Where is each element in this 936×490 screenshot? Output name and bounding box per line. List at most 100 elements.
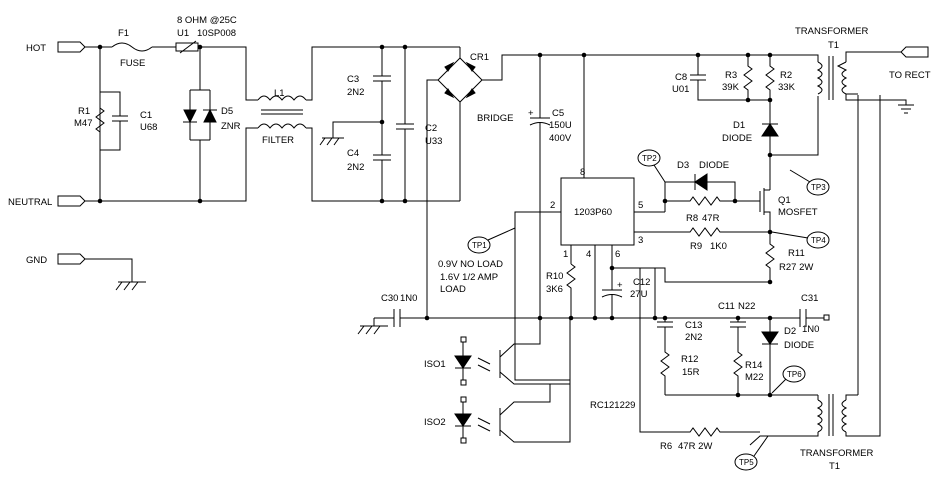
neutral-label: NEUTRAL — [8, 197, 52, 208]
capacitor-c13: C13 2N2 — [657, 318, 702, 343]
d5-ref: D5 — [221, 106, 233, 117]
hot-label: HOT — [26, 43, 46, 54]
fuse-f1: F1 FUSE — [111, 28, 153, 69]
r9-value: 1K0 — [710, 241, 727, 252]
transformer-t1-bottom: TRANSFORMER T1 — [800, 394, 881, 472]
c3-ref: C3 — [347, 74, 359, 85]
hot-terminal: HOT — [26, 41, 110, 54]
capacitor-c4: C4 2N2 — [347, 148, 391, 173]
test-point-tp4: TP4 — [771, 231, 830, 249]
d2-value: DIODE — [784, 340, 814, 351]
ic-pin-4: 4 — [586, 249, 591, 260]
d5-value: ZNR — [221, 121, 241, 132]
diode-d3: D3 DIODE — [665, 160, 736, 201]
c12-value: 27U — [630, 289, 648, 300]
r2-value: 33K — [778, 82, 796, 93]
optocoupler-iso1: ISO1 — [424, 318, 570, 386]
ic-pin-1: 1 — [563, 249, 568, 260]
tp3-label: TP3 — [811, 183, 826, 192]
r12-value: 15R — [682, 367, 700, 378]
tp6-label: TP6 — [787, 370, 802, 379]
c31-ref: C31 — [801, 293, 818, 304]
gnd-terminal: GND — [26, 253, 146, 291]
resistor-r6: R6 47R 2W — [639, 268, 760, 452]
capacitor-c2: C2 U33 — [396, 123, 442, 147]
capacitor-c12: + C12 27U — [601, 268, 650, 318]
capacitor-c1: C1 U68 — [112, 108, 157, 133]
r8-value: 47R — [702, 213, 720, 224]
c5-rating: 400V — [549, 133, 572, 144]
ic-pin-5: 5 — [638, 200, 643, 211]
resistor-r11: R11 R27 2W — [765, 232, 813, 282]
chassis-ground-filter — [319, 121, 382, 146]
inductor-l1: L1 FILTER — [257, 88, 307, 146]
c1-value: U68 — [140, 122, 157, 133]
ic-value: 1203P60 — [574, 207, 612, 218]
t1-top-ref: T1 — [828, 40, 839, 51]
f1-ref: F1 — [118, 28, 129, 39]
t1-bottom-ref: T1 — [829, 461, 840, 472]
tp5-label: TP5 — [739, 458, 754, 467]
d2-ref: D2 — [784, 326, 796, 337]
l1-ref: L1 — [274, 88, 285, 99]
iso1-ref: ISO1 — [424, 359, 446, 370]
u1-note: 8 OHM @25C — [177, 15, 237, 26]
controller-ic: 1203P60 8 2 5 3 1 4 6 — [550, 167, 643, 260]
neutral-terminal: NEUTRAL — [8, 195, 86, 208]
l1-value: FILTER — [262, 135, 294, 146]
c1-ref: C1 — [140, 110, 152, 121]
to-rect-label: TO RECT — [889, 70, 931, 81]
c5-ref: C5 — [552, 108, 564, 119]
resistor-r8: R8 47R — [665, 196, 760, 224]
capacitor-c5: + C5 150U 400V — [528, 108, 572, 144]
d3-ref: D3 — [677, 160, 689, 171]
c5-value: 150U — [549, 120, 572, 131]
note-no-load: 0.9V NO LOAD — [438, 259, 503, 270]
resistor-r1: R1 M47 — [74, 106, 105, 133]
r2-ref: R2 — [780, 70, 792, 81]
c13-value: 2N2 — [685, 332, 702, 343]
c11-ref: C11 — [718, 301, 735, 312]
r14-ref: R14 — [745, 360, 762, 371]
transformer-t1-top: TRANSFORMER T1 — [795, 26, 914, 114]
c8-ref: C8 — [675, 72, 687, 83]
gnd-label: GND — [26, 255, 47, 266]
varistor-d5: D5 ZNR — [183, 47, 241, 201]
r11-ref: R11 — [788, 248, 805, 259]
svg-text:+: + — [528, 108, 534, 119]
d1-ref: D1 — [733, 120, 745, 131]
r1-ref: R1 — [78, 106, 90, 117]
capacitor-c8: C8 U01 — [672, 72, 706, 95]
note-half-load-1: 1.6V 1/2 AMP — [440, 272, 498, 283]
c3-value: 2N2 — [347, 87, 364, 98]
capacitor-c31: C31 1N0 — [799, 293, 830, 335]
c31-value: 1N0 — [802, 324, 819, 335]
c4-ref: C4 — [347, 148, 359, 159]
test-point-tp1: TP1 — [467, 227, 516, 254]
tp1-label: TP1 — [472, 241, 487, 250]
r1-value: M47 — [74, 118, 92, 129]
u1-ref: U1 — [177, 28, 189, 39]
r14-value: M22 — [745, 372, 763, 383]
c13-ref: C13 — [685, 320, 702, 331]
t1-top-label: TRANSFORMER — [795, 26, 869, 37]
resistor-r12: R12 15R — [660, 327, 700, 395]
d1-value: DIODE — [722, 133, 752, 144]
bridge-cr1: CR1 BRIDGE — [437, 47, 513, 201]
resistor-r14: R14 M22 — [733, 327, 763, 395]
r10-ref: R10 — [546, 271, 563, 282]
ic-pin-8: 8 — [580, 167, 585, 178]
test-point-tp5: TP5 — [734, 435, 769, 471]
c11-value: N22 — [738, 301, 755, 312]
to-rect-terminal: TO RECT — [889, 46, 931, 81]
d3-value: DIODE — [699, 160, 729, 171]
tp2-label: TP2 — [642, 154, 657, 163]
r11-value: R27 2W — [779, 262, 813, 273]
resistor-r10: R10 3K6 — [546, 263, 576, 318]
ic-pin-3: 3 — [638, 235, 643, 246]
c2-ref: C2 — [425, 123, 437, 134]
c8-value: U01 — [672, 84, 689, 95]
ic-pin-2: 2 — [550, 200, 555, 211]
cr1-value: BRIDGE — [477, 113, 513, 124]
